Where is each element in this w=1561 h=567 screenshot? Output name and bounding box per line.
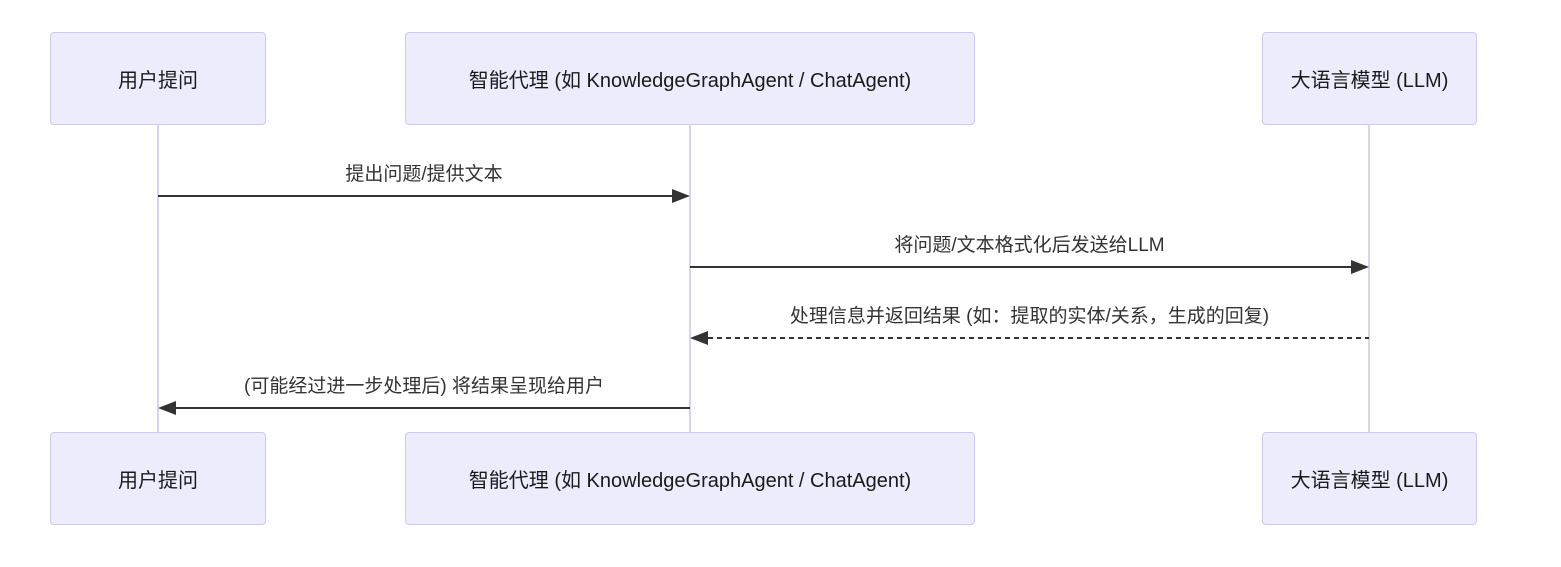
actor-agent-top: 智能代理 (如 KnowledgeGraphAgent / ChatAgent)	[405, 32, 975, 125]
actor-llm-label: 大语言模型 (LLM)	[1290, 470, 1449, 492]
actor-agent-label: 智能代理 (如 KnowledgeGraphAgent / ChatAgent)	[468, 470, 912, 492]
actor-user-label: 用户提问	[118, 470, 198, 492]
message-line-2	[690, 266, 1351, 268]
actor-user-label: 用户提问	[118, 70, 198, 92]
message-line-3	[708, 337, 1369, 339]
message-label-4: (可能经过进一步处理后) 将结果呈现给用户	[244, 375, 604, 397]
arrowhead-left-icon	[690, 331, 708, 345]
actor-user-bottom: 用户提问	[50, 432, 266, 525]
arrowhead-left-icon	[158, 401, 176, 415]
arrowhead-right-icon	[672, 189, 690, 203]
actor-llm-bottom: 大语言模型 (LLM)	[1262, 432, 1477, 525]
lifeline-user	[157, 125, 159, 432]
message-label-3: 处理信息并返回结果 (如：提取的实体/关系，生成的回复)	[789, 305, 1270, 327]
actor-agent-bottom: 智能代理 (如 KnowledgeGraphAgent / ChatAgent)	[405, 432, 975, 525]
actor-llm-label: 大语言模型 (LLM)	[1290, 70, 1449, 92]
message-line-1	[158, 195, 672, 197]
message-label-1: 提出问题/提供文本	[345, 163, 503, 185]
arrowhead-right-icon	[1351, 260, 1369, 274]
actor-llm-top: 大语言模型 (LLM)	[1262, 32, 1477, 125]
message-line-4	[176, 407, 690, 409]
lifeline-llm	[1368, 125, 1370, 432]
lifeline-agent	[689, 125, 691, 432]
actor-user-top: 用户提问	[50, 32, 266, 125]
actor-agent-label: 智能代理 (如 KnowledgeGraphAgent / ChatAgent)	[468, 70, 912, 92]
message-label-2: 将问题/文本格式化后发送给LLM	[894, 234, 1165, 256]
